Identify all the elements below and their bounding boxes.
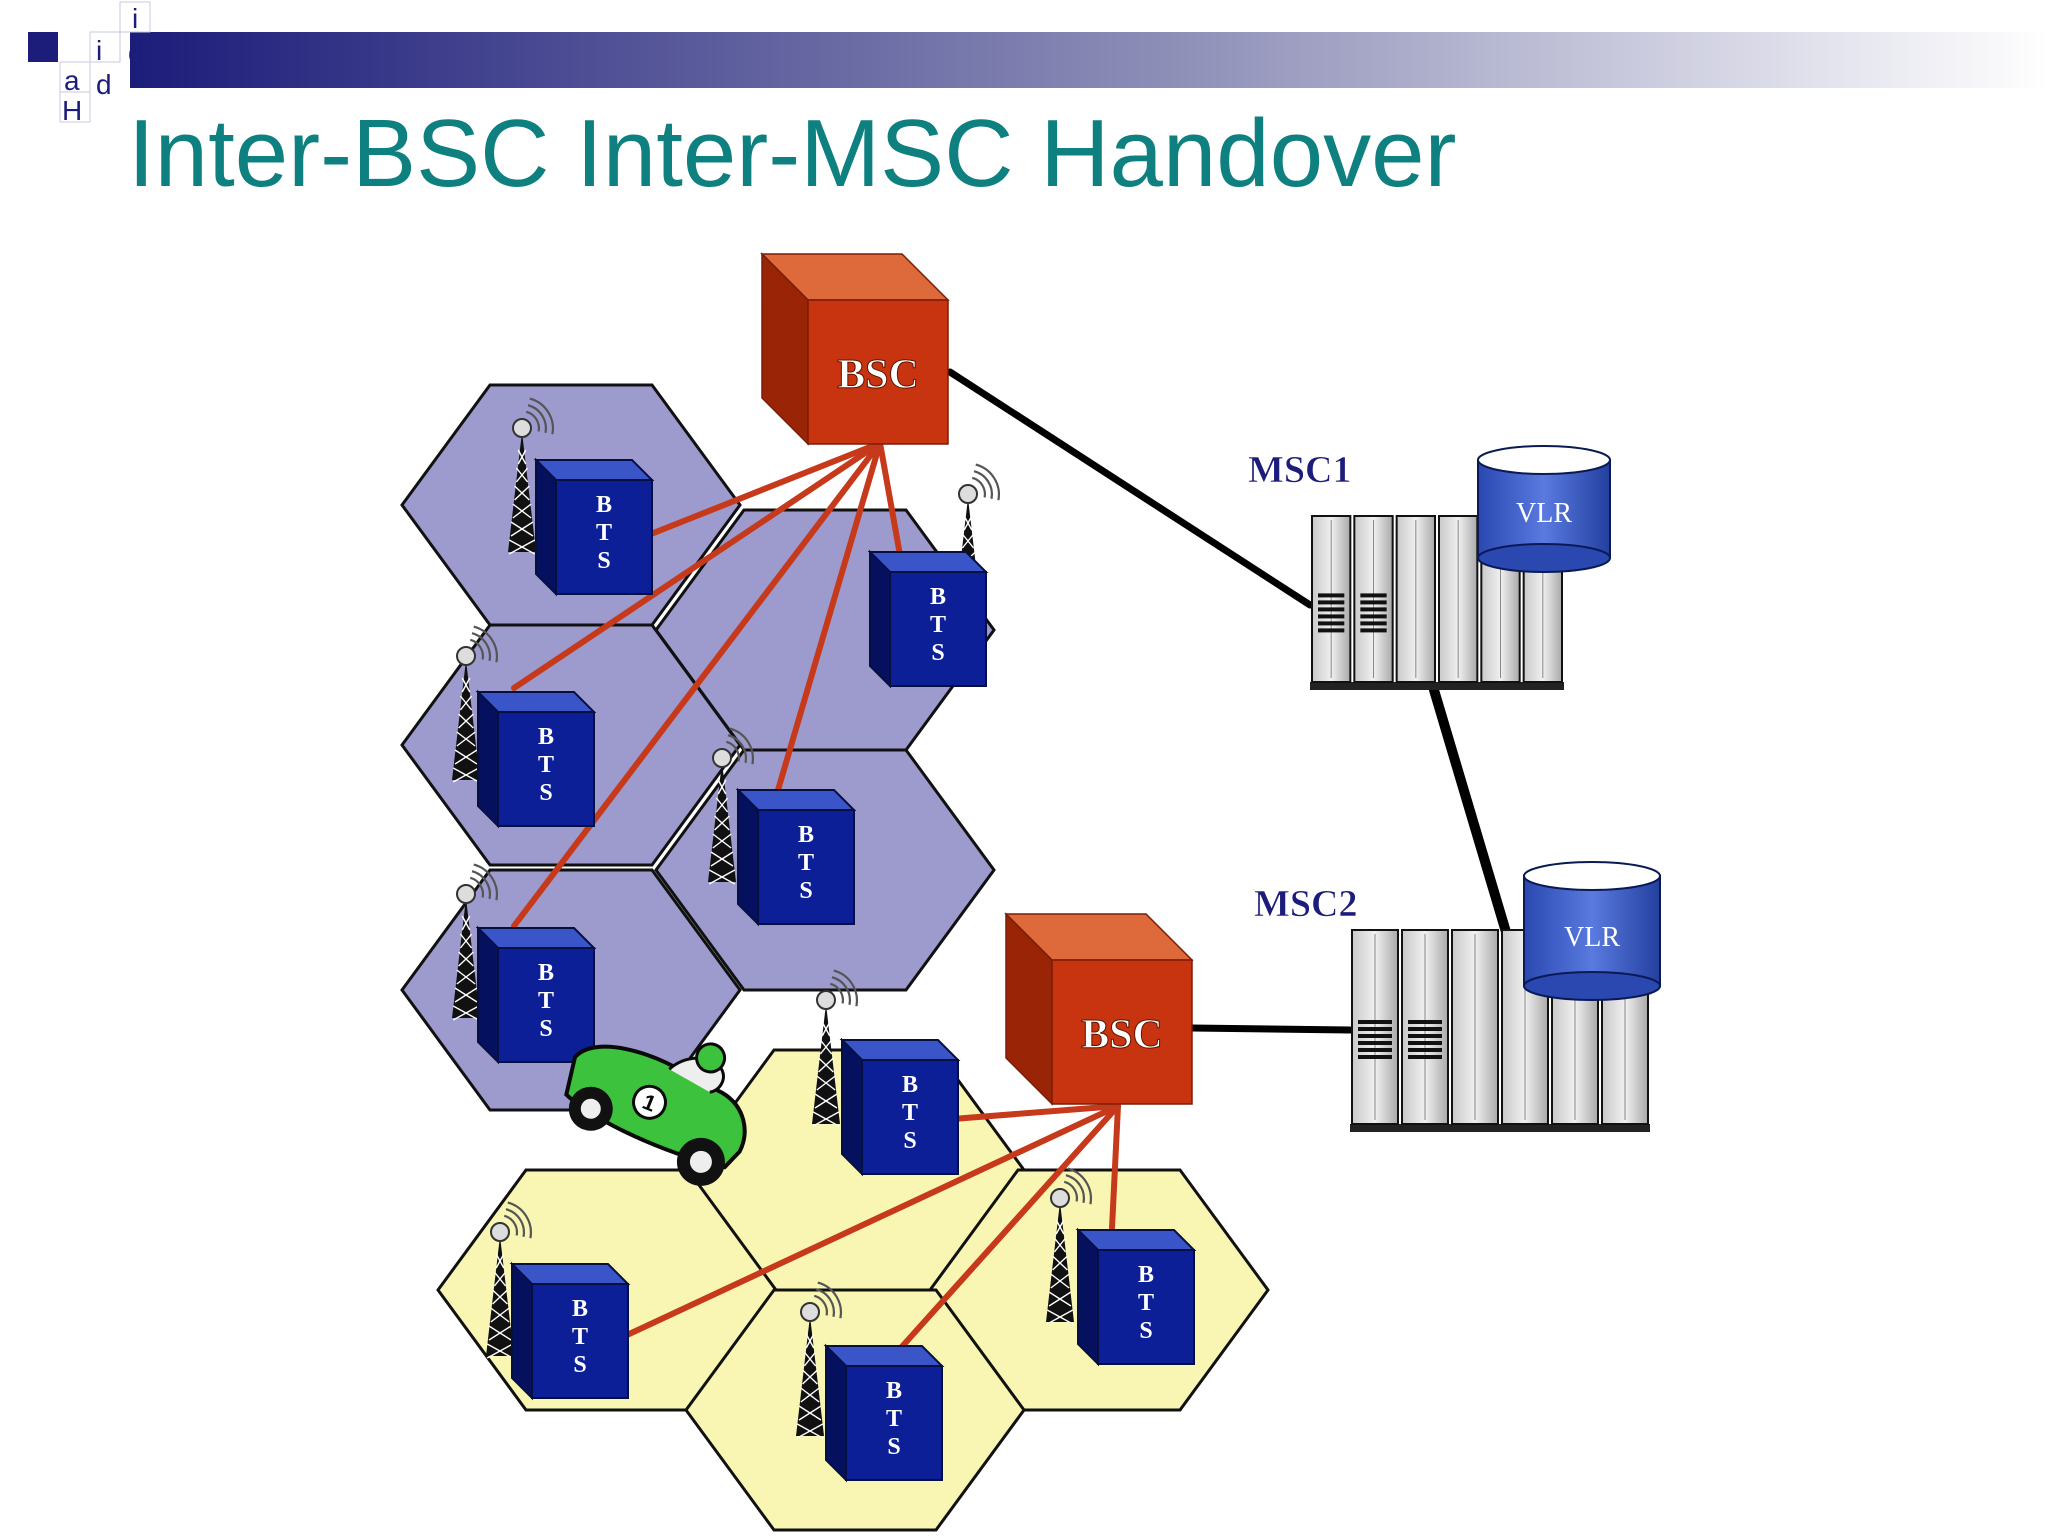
logo-letter: i	[132, 3, 138, 34]
bts-cabinet-icon: BTS	[839, 1037, 961, 1177]
logo-letter: a	[64, 65, 80, 96]
bts-cabinet-icon: BTS	[475, 689, 597, 829]
bts-letter: B	[902, 1072, 918, 1098]
bsc-cube-icon	[807, 299, 949, 445]
bts-letter: T	[596, 520, 612, 546]
logo-letter: H	[62, 95, 82, 126]
bts-letter: S	[931, 640, 944, 666]
bts-letter: T	[930, 612, 946, 638]
antenna-tower-icon	[1046, 1167, 1092, 1325]
bts-cabinet-icon: BTS	[475, 925, 597, 1065]
bts-letter: B	[1138, 1262, 1154, 1288]
link-line	[1109, 1103, 1121, 1231]
bsc-label: BSC	[837, 352, 919, 398]
antenna-tower-icon	[452, 625, 498, 783]
bts-cabinet-icon: BTS	[735, 787, 857, 927]
header-banner	[130, 32, 2048, 88]
core-links	[946, 368, 1511, 1034]
slide-title: Inter-BSC Inter-MSC Handover	[128, 100, 1456, 207]
bts-cabinet-icon: BTS	[823, 1343, 945, 1483]
bsc1-msc1-link	[946, 368, 1314, 609]
antenna-tower-icon	[486, 1201, 532, 1359]
bts-letter: T	[798, 850, 814, 876]
bts-letter: T	[538, 988, 554, 1014]
msc2-label: MSC2	[1254, 883, 1357, 925]
bts-letter: B	[930, 584, 946, 610]
bts-letter: S	[597, 548, 610, 574]
bts-letter: S	[539, 1016, 552, 1042]
antenna-tower-icon	[812, 969, 858, 1127]
vlr-database-icon	[1523, 861, 1661, 1001]
msc-server-rack-icon	[1310, 515, 1564, 690]
vlr-database-icon	[1477, 445, 1611, 573]
bsc-upper: BSC	[760, 252, 950, 446]
bts-letter: T	[572, 1324, 588, 1350]
bts-letter: B	[572, 1296, 588, 1322]
bts-letter: B	[886, 1378, 902, 1404]
bsc-label: BSC	[1081, 1012, 1163, 1058]
bts-letter: S	[799, 878, 812, 904]
logo-letter: i	[96, 35, 102, 66]
msc2: MSC2 VLR	[1254, 861, 1661, 1132]
bts-letter: B	[538, 724, 554, 750]
bsc-lower: BSC	[1004, 912, 1194, 1106]
logo-letter: d	[96, 69, 112, 100]
bsc2-msc2-link	[1188, 1024, 1354, 1034]
logo-square	[28, 32, 58, 62]
bts-letter: B	[596, 492, 612, 518]
link-line	[869, 1103, 1121, 1383]
vlr-label: VLR	[1516, 498, 1572, 529]
bts-letter: S	[573, 1352, 586, 1378]
msc1-label: MSC1	[1248, 449, 1351, 491]
bts-letter: S	[903, 1128, 916, 1154]
link-line	[633, 440, 883, 543]
antenna-tower-icon	[452, 863, 498, 1021]
bsc-cube-icon	[1051, 959, 1193, 1105]
msc-server-rack-icon	[1350, 929, 1650, 1132]
bsc-bts-links	[511, 440, 1121, 1383]
vlr-label: VLR	[1564, 922, 1620, 953]
bts-letter: T	[902, 1100, 918, 1126]
bts-cabinet-icon: BTS	[509, 1261, 631, 1401]
antenna-tower-icon	[708, 727, 754, 885]
logo-letter: d	[128, 37, 144, 68]
bts-cabinet-icon: BTS	[867, 549, 989, 689]
link-line	[937, 1103, 1121, 1123]
link-line	[877, 440, 903, 558]
bts-letter: B	[538, 960, 554, 986]
bts-letter: S	[887, 1434, 900, 1460]
bts-cabinet-icon: BTS	[1075, 1227, 1197, 1367]
bts-letter: T	[1138, 1290, 1154, 1316]
link-line	[511, 440, 883, 929]
car-icon: 1	[564, 1042, 747, 1186]
antenna-tower-icon	[796, 1281, 842, 1439]
antenna-tower-icon	[508, 397, 554, 555]
bts-letter: S	[1139, 1318, 1152, 1344]
logo: i d i a d H	[28, 1, 151, 126]
link-line	[775, 440, 883, 793]
bts-letter: T	[886, 1406, 902, 1432]
bts-letter: B	[798, 822, 814, 848]
msc1: MSC1 VLR	[1248, 445, 1611, 690]
bts-letter: T	[538, 752, 554, 778]
link-line	[511, 440, 883, 691]
bts-letter: S	[539, 780, 552, 806]
msc1-msc2-link	[1429, 685, 1511, 937]
bts-cabinet-icon: BTS	[533, 457, 655, 597]
link-line	[609, 1103, 1121, 1345]
